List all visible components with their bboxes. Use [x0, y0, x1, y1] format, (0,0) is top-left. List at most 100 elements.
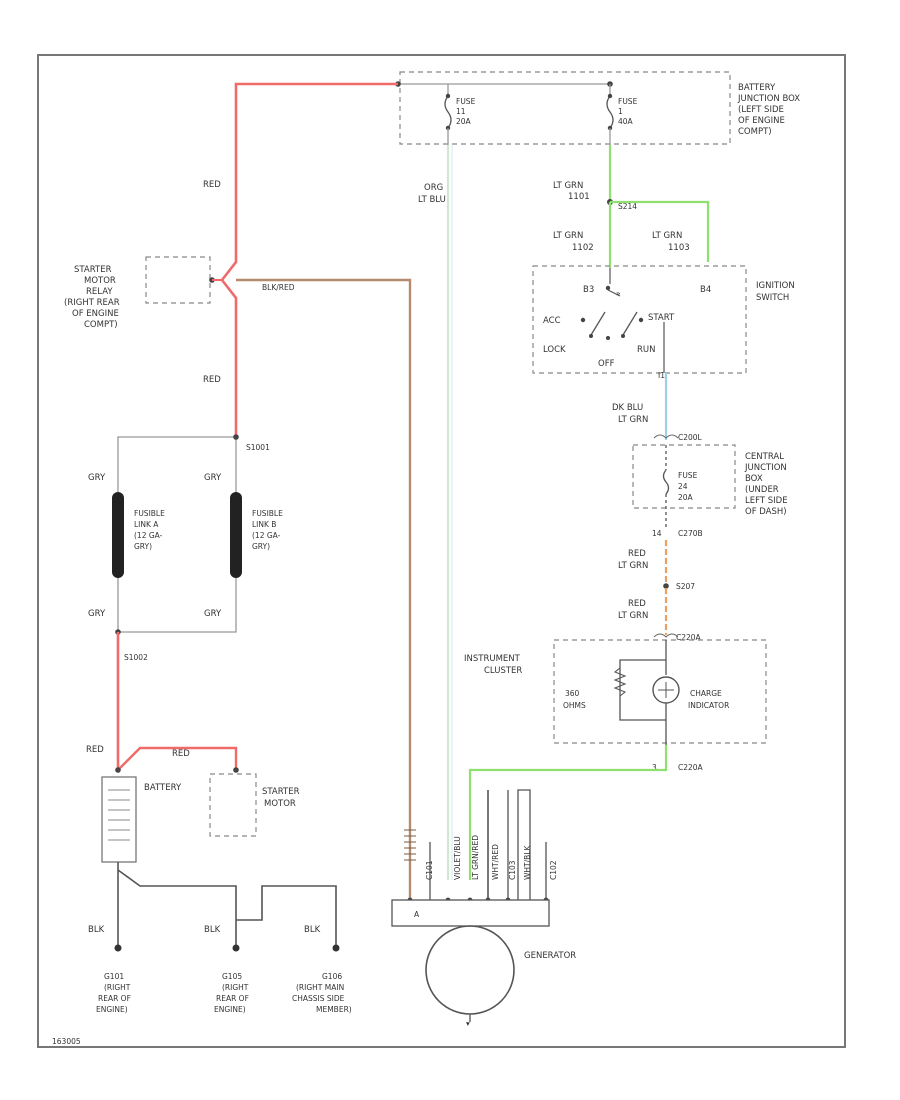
svg-text:ENGINE): ENGINE) — [214, 1005, 246, 1014]
svg-text:STARTER: STARTER — [262, 787, 300, 797]
svg-text:GRY: GRY — [88, 609, 106, 619]
svg-text:COMPT): COMPT) — [738, 127, 772, 137]
fusible-link-a: FUSIBLE LINK A (12 GA- GRY) — [112, 492, 165, 578]
svg-text:JUNCTION: JUNCTION — [744, 463, 787, 473]
svg-text:G101: G101 — [104, 972, 124, 981]
svg-text:1: 1 — [618, 107, 623, 116]
svg-text:A: A — [414, 910, 420, 919]
ground-wires: BLK BLK BLK — [88, 862, 340, 952]
battery-post-positive — [115, 767, 121, 773]
wire-red-ltgrn-upper: RED LT GRN — [618, 540, 668, 585]
wire-red-batt-label: RED — [172, 749, 190, 759]
wire-dkblu-ltgrn: DK BLU LT GRN — [612, 373, 668, 440]
svg-text:VIOLET/BLU: VIOLET/BLU — [453, 836, 462, 880]
svg-text:ORG: ORG — [424, 183, 443, 193]
svg-text:▾: ▾ — [466, 1019, 470, 1028]
wire-red-main-feed — [220, 82, 398, 437]
svg-text:C101: C101 — [425, 860, 434, 880]
starter-motor: STARTER MOTOR — [209, 773, 300, 837]
svg-text:360: 360 — [565, 689, 580, 698]
svg-text:OF ENGINE: OF ENGINE — [738, 116, 785, 126]
svg-text:LT BLU: LT BLU — [418, 195, 446, 205]
ground-g101: G101 (RIGHT REAR OF ENGINE) — [96, 972, 131, 1014]
splice-s214-label: S214 — [618, 202, 637, 211]
svg-text:ENGINE): ENGINE) — [96, 1005, 128, 1014]
svg-text:OFF: OFF — [598, 359, 615, 369]
splice-s207-dot — [663, 583, 669, 589]
pin-14-label: 14 — [652, 529, 662, 538]
wire-ltgrn-1103: LT GRN 1103 — [610, 200, 710, 262]
generator-connector-wires: C101 VIOLET/BLU LT GRN/RED WHT/RED C103 … — [407, 789, 558, 903]
battery: BATTERY — [101, 776, 182, 863]
wire-red-low-label: RED — [86, 745, 104, 755]
svg-text:LT GRN: LT GRN — [553, 231, 583, 241]
svg-text:FUSE: FUSE — [456, 97, 476, 106]
svg-text:LT GRN: LT GRN — [553, 181, 583, 191]
svg-text:RUN: RUN — [637, 345, 656, 355]
connector-c200l-label: C200L — [678, 433, 703, 442]
svg-text:FUSIBLE: FUSIBLE — [134, 509, 165, 518]
svg-text:1102: 1102 — [572, 243, 594, 253]
wire-org-ltblu: ORG LT BLU — [418, 145, 453, 880]
svg-text:BOX: BOX — [745, 474, 763, 484]
svg-text:RED: RED — [628, 549, 646, 559]
svg-text:INSTRUMENT: INSTRUMENT — [464, 654, 521, 664]
svg-text:OF ENGINE: OF ENGINE — [72, 309, 119, 319]
battery-junction-box: BATTERY JUNCTION BOX (LEFT SIDE OF ENGIN… — [399, 71, 800, 145]
svg-text:INDICATOR: INDICATOR — [688, 701, 729, 710]
svg-text:START: START — [648, 313, 675, 323]
svg-text:BLK: BLK — [304, 925, 321, 935]
diagram-code: 163005 — [52, 1037, 81, 1046]
svg-text:GRY): GRY) — [252, 542, 270, 551]
wire-red-top-label: RED — [203, 180, 221, 190]
connector-c200l — [653, 434, 679, 439]
svg-text:11: 11 — [456, 107, 466, 116]
svg-text:BLK: BLK — [88, 925, 105, 935]
svg-text:20A: 20A — [456, 117, 472, 126]
generator: A ▾ GENERATOR — [391, 899, 576, 1028]
svg-text:GRY: GRY — [88, 473, 106, 483]
svg-text:FUSE: FUSE — [678, 471, 698, 480]
svg-text:B4: B4 — [700, 285, 711, 295]
starter-motor-relay: STARTER MOTOR RELAY (RIGHT REAR OF ENGIN… — [64, 256, 215, 330]
svg-text:SWITCH: SWITCH — [756, 293, 789, 303]
fuse-11: FUSE 11 20A — [444, 84, 476, 145]
ground-g106: G106 (RIGHT MAIN CHASSIS SIDE MEMBER) — [292, 972, 352, 1014]
connector-c220a — [653, 633, 679, 638]
svg-text:1101: 1101 — [568, 192, 590, 202]
splice-s1002-label: S1002 — [124, 653, 148, 662]
svg-text:C103: C103 — [508, 860, 517, 880]
svg-text:GRY): GRY) — [134, 542, 152, 551]
svg-text:GRY: GRY — [204, 473, 222, 483]
wire-red-ltgrn-lower: RED LT GRN — [618, 588, 668, 635]
svg-text:BATTERY: BATTERY — [738, 83, 776, 93]
diagram-frame — [37, 54, 846, 1048]
svg-text:REAR OF: REAR OF — [98, 994, 131, 1003]
svg-text:(RIGHT REAR: (RIGHT REAR — [64, 298, 120, 308]
svg-text:24: 24 — [678, 482, 688, 491]
svg-text:IGNITION: IGNITION — [756, 281, 795, 291]
svg-text:G105: G105 — [222, 972, 242, 981]
svg-text:LT GRN: LT GRN — [618, 561, 648, 571]
svg-text:(RIGHT: (RIGHT — [222, 983, 249, 992]
svg-text:JUNCTION BOX: JUNCTION BOX — [737, 94, 800, 104]
svg-text:I1: I1 — [658, 371, 665, 380]
svg-text:GRY: GRY — [204, 609, 222, 619]
svg-text:40A: 40A — [618, 117, 634, 126]
wire-brown-shield — [404, 829, 416, 861]
svg-text:(UNDER: (UNDER — [745, 485, 779, 495]
connector-c270b-label: C270B — [678, 529, 703, 538]
ground-g105: G105 (RIGHT REAR OF ENGINE) — [214, 972, 249, 1014]
wire-ltgrn-1102: LT GRN 1102 — [553, 202, 612, 268]
svg-text:S1001: S1001 — [246, 443, 270, 452]
svg-text:LT GRN/RED: LT GRN/RED — [471, 835, 480, 880]
wire-brown-label: BLK/RED — [262, 283, 295, 292]
svg-text:CHASSIS SIDE: CHASSIS SIDE — [292, 994, 345, 1003]
svg-text:MOTOR: MOTOR — [84, 276, 116, 286]
svg-text:WHT/BLK: WHT/BLK — [523, 845, 532, 880]
svg-text:CLUSTER: CLUSTER — [484, 666, 522, 676]
svg-text:DK BLU: DK BLU — [612, 403, 643, 413]
svg-text:(12 GA-: (12 GA- — [252, 531, 281, 540]
ignition-switch: IGNITION SWITCH B3 B4 » ACC START LOCK O… — [532, 265, 795, 380]
svg-text:COMPT): COMPT) — [84, 320, 118, 330]
